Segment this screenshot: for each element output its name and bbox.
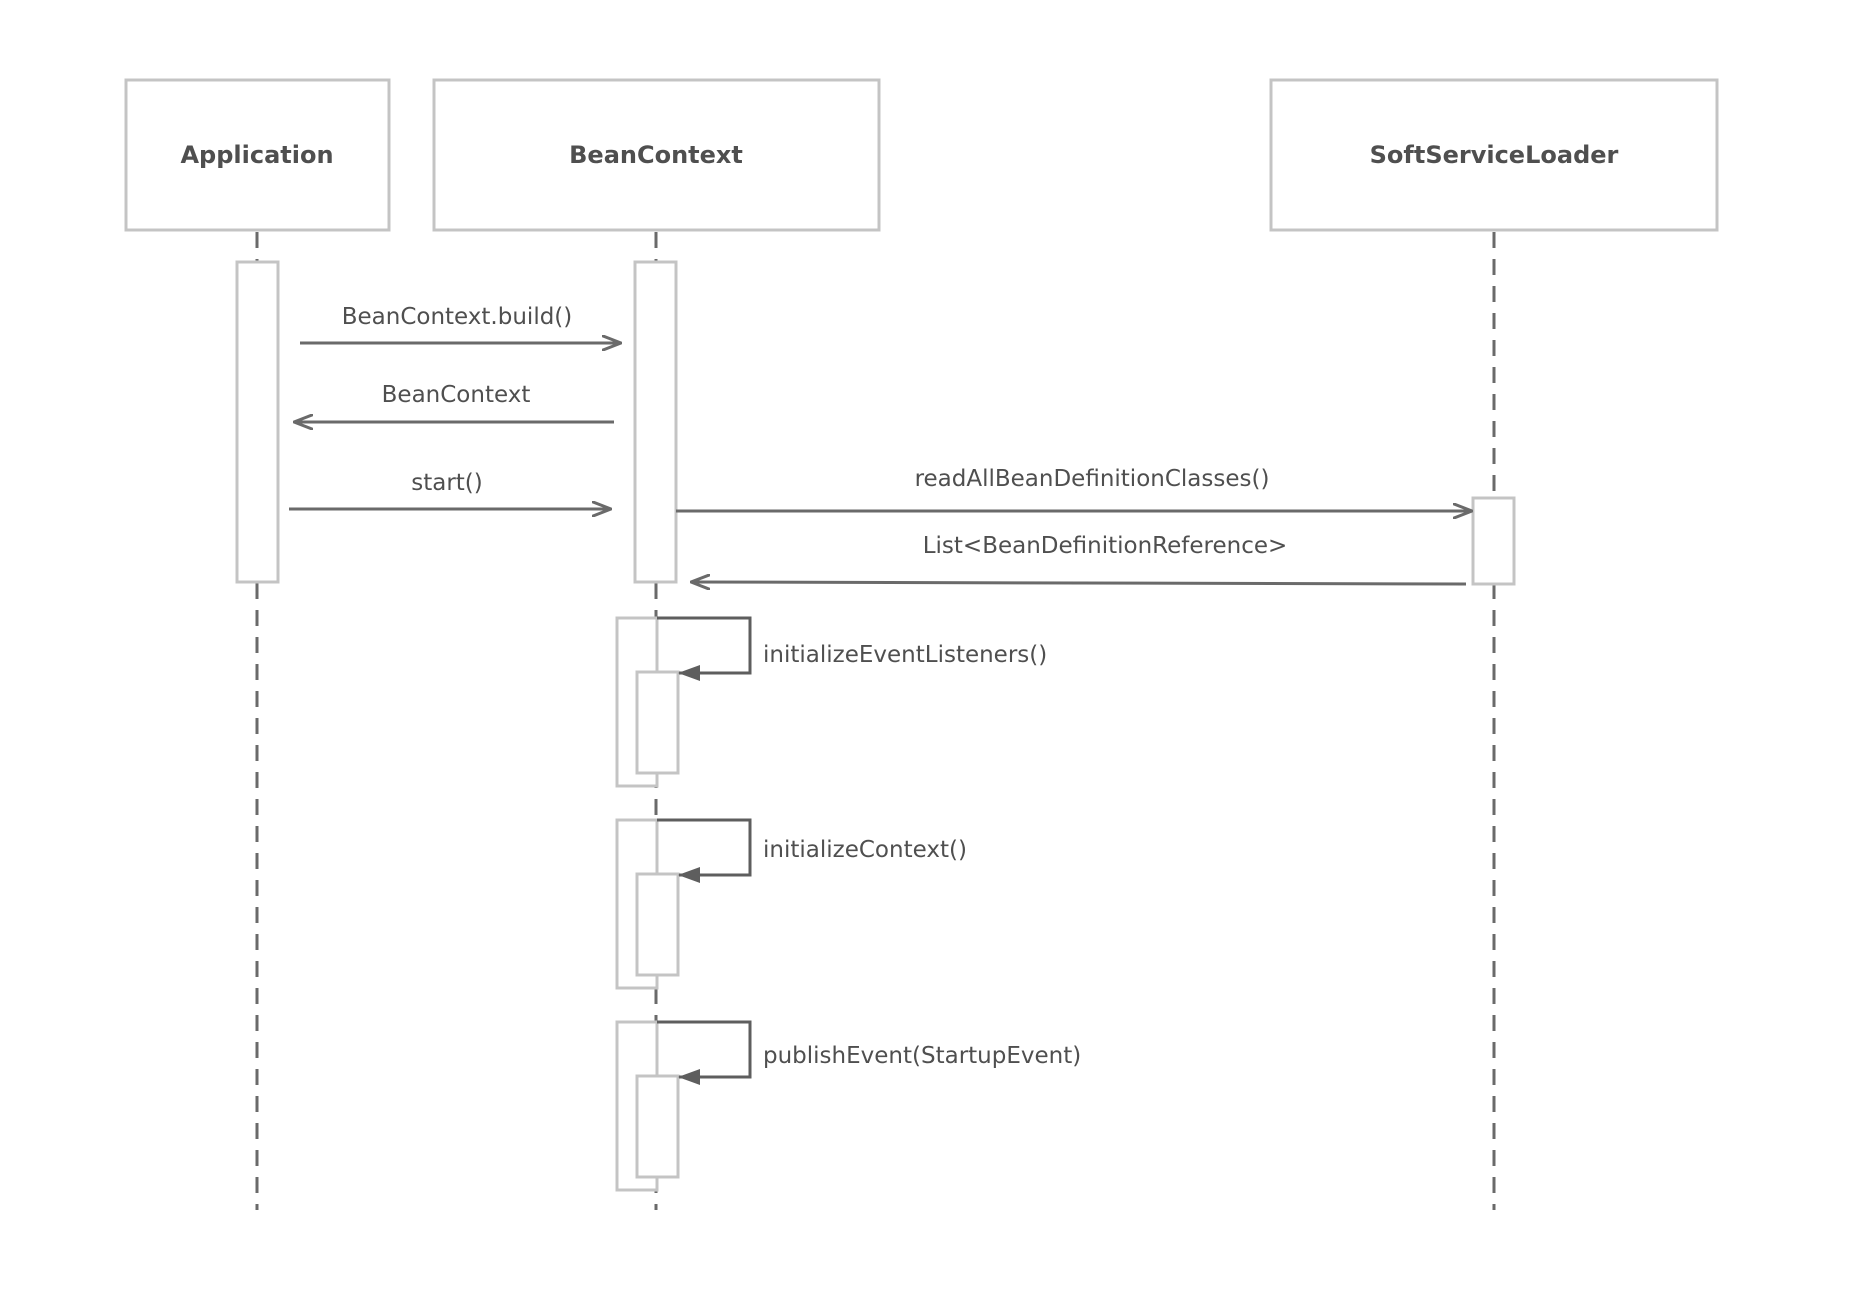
message-label: readAllBeanDefinitionClasses(): [915, 466, 1270, 492]
message-init-context[interactable]: initializeContext(): [635, 818, 967, 977]
participant-box: [432, 78, 881, 232]
message-start[interactable]: start(): [289, 470, 611, 509]
participant-label: SoftServiceLoader: [1370, 141, 1619, 169]
participant-label: Application: [180, 141, 333, 169]
participant-box: [124, 78, 391, 232]
self-call-arrow: [657, 616, 752, 681]
self-call-activation: [635, 1074, 680, 1179]
participant-bean-context[interactable]: BeanContext: [432, 78, 881, 232]
participant-application[interactable]: Application: [124, 78, 391, 232]
activation-application: [235, 260, 280, 584]
participant-label: BeanContext: [569, 141, 743, 169]
activation-bean-context: [633, 260, 678, 584]
message-publish-event[interactable]: publishEvent(StartupEvent): [635, 1020, 1081, 1179]
message-arrow: [691, 582, 1467, 584]
message-label: BeanContext: [382, 382, 531, 408]
message-init-listeners[interactable]: initializeEventListeners(): [635, 616, 1047, 775]
message-read-definitions[interactable]: readAllBeanDefinitionClasses(): [676, 466, 1472, 511]
self-call-activation: [635, 872, 680, 977]
activation-soft-service-loader: [1471, 496, 1516, 586]
message-return-references[interactable]: List<BeanDefinitionReference>: [691, 533, 1467, 584]
message-label: initializeContext(): [763, 837, 967, 863]
participant-box: [1269, 78, 1719, 232]
message-label: initializeEventListeners(): [763, 642, 1047, 668]
message-label: start(): [411, 470, 483, 496]
message-label: BeanContext.build(): [342, 304, 573, 330]
self-call-activation: [635, 670, 680, 775]
message-label: publishEvent(StartupEvent): [763, 1043, 1081, 1069]
message-return-context[interactable]: BeanContext: [294, 382, 614, 422]
self-call-arrow: [657, 1020, 752, 1085]
participant-soft-service-loader[interactable]: SoftServiceLoader: [1269, 78, 1719, 232]
self-call-arrow: [657, 818, 752, 883]
message-build[interactable]: BeanContext.build(): [300, 304, 621, 343]
message-label: List<BeanDefinitionReference>: [923, 533, 1288, 559]
